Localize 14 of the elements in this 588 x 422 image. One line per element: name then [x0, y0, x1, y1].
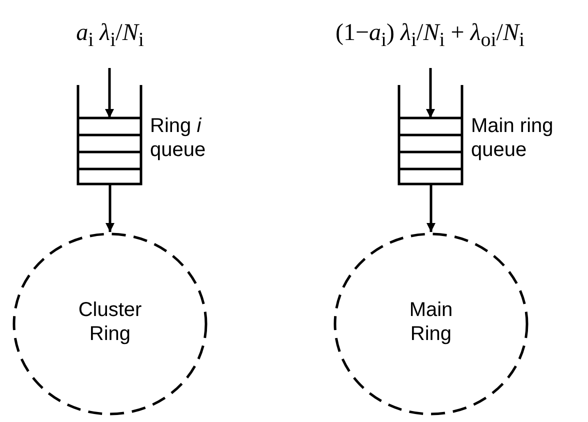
queue-label: Main ring queue — [471, 114, 554, 162]
rate-formula: a$_{i}$ λ$_{i}$/N$_{i}$ — [75, 19, 145, 53]
ring-label: Main Ring — [408, 298, 454, 346]
arrow — [106, 185, 114, 232]
arrow — [105, 68, 114, 118]
arrow — [426, 185, 436, 232]
rate-formula: (1−a$_{i}$) λ$_{i}$/N$_{i}$ + λ$_{oi}$/N$_{i}$ — [334, 19, 526, 53]
ring-label: Cluster Ring — [77, 298, 143, 346]
queue-drawing — [77, 85, 142, 185]
queue-drawing — [398, 85, 463, 185]
ring-circle — [12, 232, 208, 416]
queue-label: Ring i queue — [150, 114, 207, 162]
arrow — [426, 68, 435, 118]
ring-circle — [333, 232, 529, 416]
